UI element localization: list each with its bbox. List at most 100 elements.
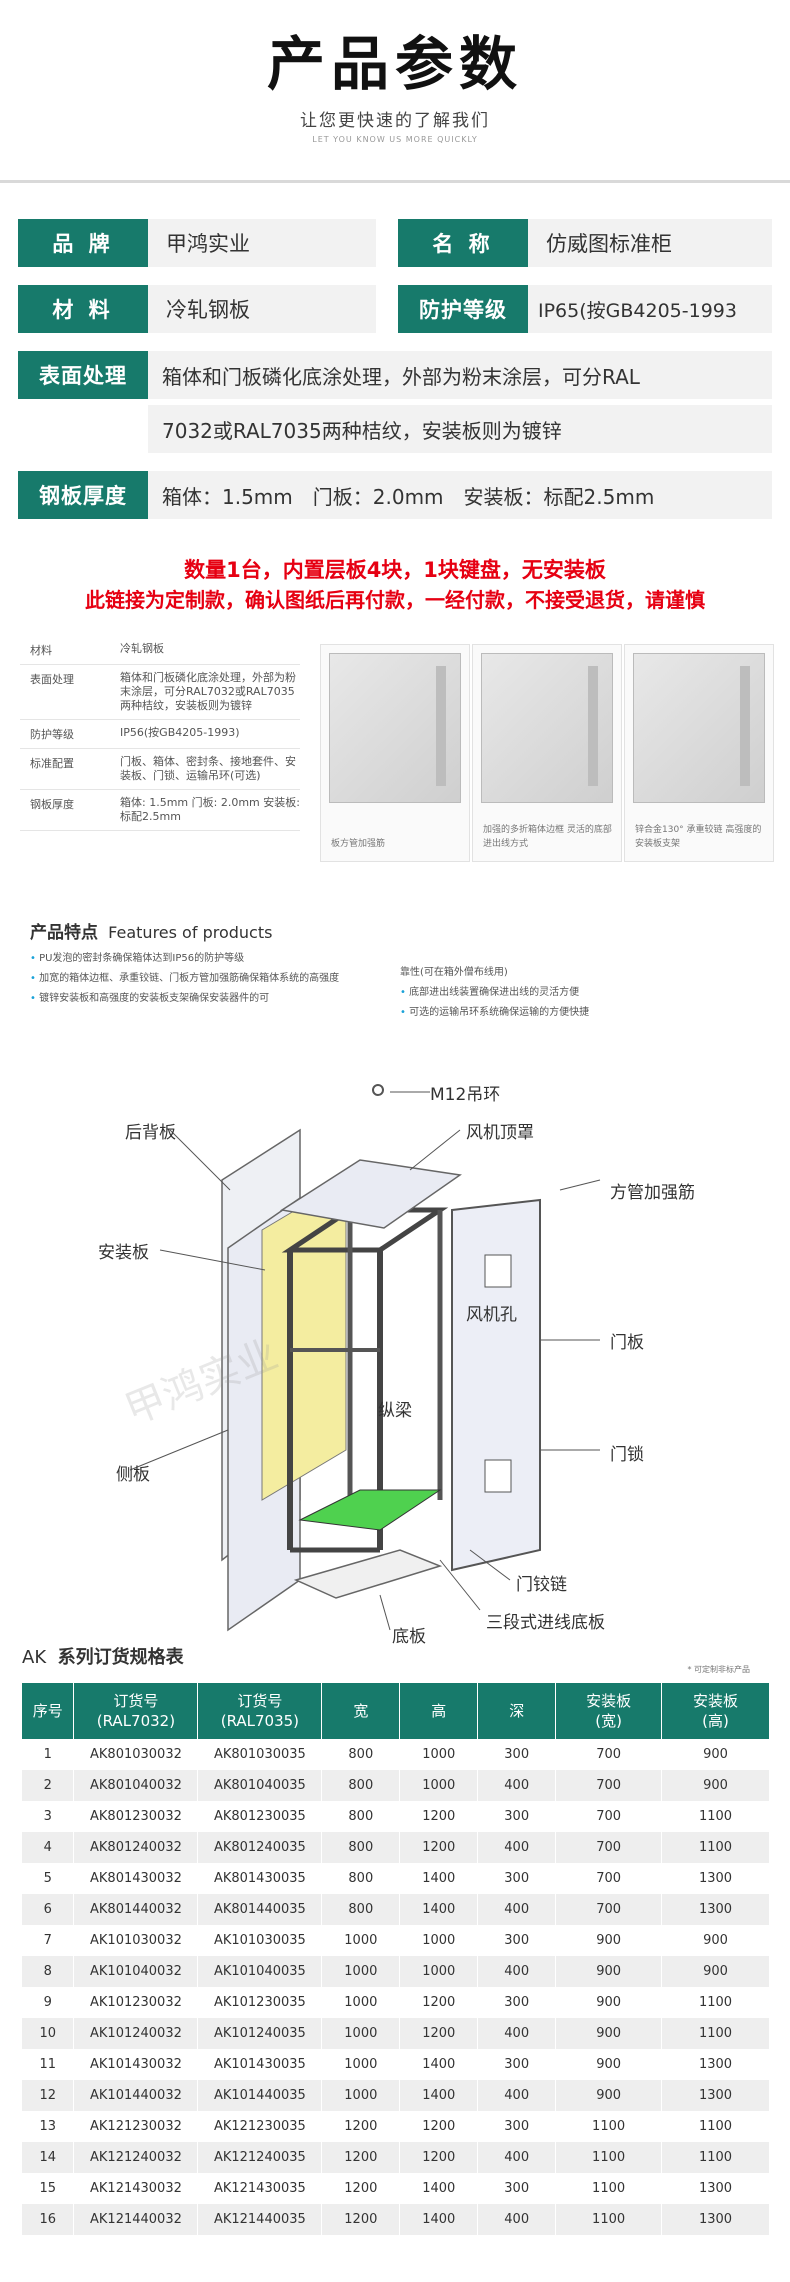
table-cell: 1100	[661, 2142, 770, 2173]
table-cell: 8	[22, 1956, 75, 1987]
table-cell: 1100	[661, 2018, 770, 2049]
table-cell: AK101440035	[197, 2080, 323, 2111]
table-cell: AK801030032	[73, 1739, 199, 1770]
features-right: 靠性(可在箱外僧布线用) 底部进出线装置确保进出线的灵活方便 可选的运输吊环系统…	[400, 949, 770, 1023]
label-door-lock: 门锁	[610, 1445, 644, 1465]
section-header: 产品参数 让您更快速的了解我们 LET YOU KNOW US MORE QUI…	[0, 0, 790, 170]
param-row-thickness: 钢板厚度 箱体：1.5mm 门板：2.0mm 安装板：标配2.5mm	[18, 471, 772, 519]
label-mounting-plate: 安装板	[98, 1243, 149, 1263]
table-cell: 1300	[661, 2173, 770, 2204]
table-cell: 300	[477, 1863, 557, 1894]
table-cell: AK101440032	[73, 2080, 199, 2111]
table-cell: 15	[22, 2173, 75, 2204]
order-table-header-cell: 安装板 (宽)	[555, 1683, 663, 1739]
table-cell: 1200	[399, 1987, 479, 2018]
detail-photo-1: 板方管加强筋	[320, 644, 470, 862]
table-cell: AK101040035	[197, 1956, 323, 1987]
spec-image-section: 材料 冷轧钢板 表面处理 箱体和门板磷化底涂处理，外部为粉末涂层，可分RAL70…	[20, 636, 774, 876]
table-cell: 1300	[661, 1894, 770, 1925]
table-cell: 4	[22, 1832, 75, 1863]
page-subtitle: 让您更快速的了解我们	[300, 111, 490, 131]
table-cell: 13	[22, 2111, 75, 2142]
param-row-material: 材 料 冷轧钢板 防护等级 IP65(按GB4205-1993	[18, 285, 772, 333]
table-cell: AK801040032	[73, 1770, 199, 1801]
brand-value: 甲鸿实业	[148, 219, 376, 267]
page-subtitle-en: LET YOU KNOW US MORE QUICKLY	[312, 135, 478, 144]
table-cell: 700	[555, 1739, 663, 1770]
table-cell: 700	[555, 1894, 663, 1925]
table-cell: 1300	[661, 2204, 770, 2235]
table-cell: 300	[477, 1925, 557, 1956]
table-cell: 1200	[321, 2111, 401, 2142]
table-cell: 900	[555, 2018, 663, 2049]
cabinet-illustration	[129, 1084, 601, 1632]
table-cell: AK101230032	[73, 1987, 199, 2018]
table-cell: AK801440032	[73, 1894, 199, 1925]
label-door-panel: 门板	[610, 1333, 644, 1353]
table-cell: 9	[22, 1987, 75, 2018]
table-cell: 800	[321, 1832, 401, 1863]
table-cell: AK801040035	[197, 1770, 323, 1801]
order-table-header: 序号订货号 (RAL7032)订货号 (RAL7035)宽高深安装板 (宽)安装…	[22, 1683, 770, 1739]
table-cell: AK121230032	[73, 2111, 199, 2142]
label-cable-plate: 三段式进线底板	[486, 1613, 605, 1633]
table-cell: 16	[22, 2204, 75, 2235]
table-cell: 300	[477, 1801, 557, 1832]
name-value: 仿威图标准柜	[528, 219, 772, 267]
table-cell: 1300	[661, 2080, 770, 2111]
surface-value-2: 7032或RAL7035两种桔纹，安装板则为镀锌	[148, 405, 772, 453]
table-cell: AK121430032	[73, 2173, 199, 2204]
table-cell: 1200	[399, 2142, 479, 2173]
feature-item: 镀锌安装板和高强度的安装板支架确保安装器件的可	[30, 989, 400, 1009]
table-cell: 10	[22, 2018, 75, 2049]
table-cell: 900	[555, 1956, 663, 1987]
param-row-surface: 表面处理 箱体和门板磷化底涂处理，外部为粉末涂层，可分RAL	[18, 351, 772, 399]
header-divider	[0, 180, 790, 183]
table-cell: 1200	[399, 2111, 479, 2142]
detail-photo-3: 锌合金130° 承重较链 高强度的安装板支架	[624, 644, 774, 862]
label-side-panel: 侧板	[116, 1465, 150, 1485]
order-table-header-cell: 安装板 (高)	[661, 1683, 770, 1739]
label-beam: 纵梁	[378, 1401, 412, 1421]
table-cell: AK101030035	[197, 1925, 323, 1956]
spec-mini-table: 材料 冷轧钢板 表面处理 箱体和门板磷化底涂处理，外部为粉末涂层，可分RAL70…	[20, 636, 300, 831]
table-cell: 400	[477, 1956, 557, 1987]
photo-caption: 板方管加强筋	[331, 839, 386, 849]
table-cell: 900	[661, 1925, 770, 1956]
table-cell: AK101040032	[73, 1956, 199, 1987]
bottom-plate-shape	[293, 1549, 443, 1599]
table-cell: 1400	[399, 1894, 479, 1925]
table-cell: 900	[555, 1925, 663, 1956]
table-cell: AK801230035	[197, 1801, 323, 1832]
label-tube-stiffener: 方管加强筋	[610, 1183, 695, 1203]
order-table: 序号订货号 (RAL7032)订货号 (RAL7035)宽高深安装板 (宽)安装…	[22, 1683, 770, 2235]
order-title: AK 系列订货规格表	[22, 1643, 184, 1669]
order-title-prefix: AK	[22, 1647, 47, 1668]
surface-label: 表面处理	[18, 351, 148, 399]
table-cell: 300	[477, 2049, 557, 2080]
table-cell: 1100	[661, 1801, 770, 1832]
bottom-cable-plate-shape	[298, 1489, 442, 1531]
table-cell: 700	[555, 1770, 663, 1801]
order-table-header-cell: 深	[477, 1683, 557, 1739]
notice-line-2: 此链接为定制款，确认图纸后再付款，一经付款，不接受退货，请谨慎	[85, 588, 705, 612]
table-cell: 1200	[321, 2204, 401, 2235]
page-title: 产品参数	[266, 30, 523, 98]
table-cell: 700	[555, 1801, 663, 1832]
order-table-header-cell: 订货号 (RAL7032)	[73, 1683, 199, 1739]
table-cell: 900	[555, 1987, 663, 2018]
table-cell: 5	[22, 1863, 75, 1894]
table-cell: AK121440035	[197, 2204, 323, 2235]
table-cell: 1400	[399, 2049, 479, 2080]
